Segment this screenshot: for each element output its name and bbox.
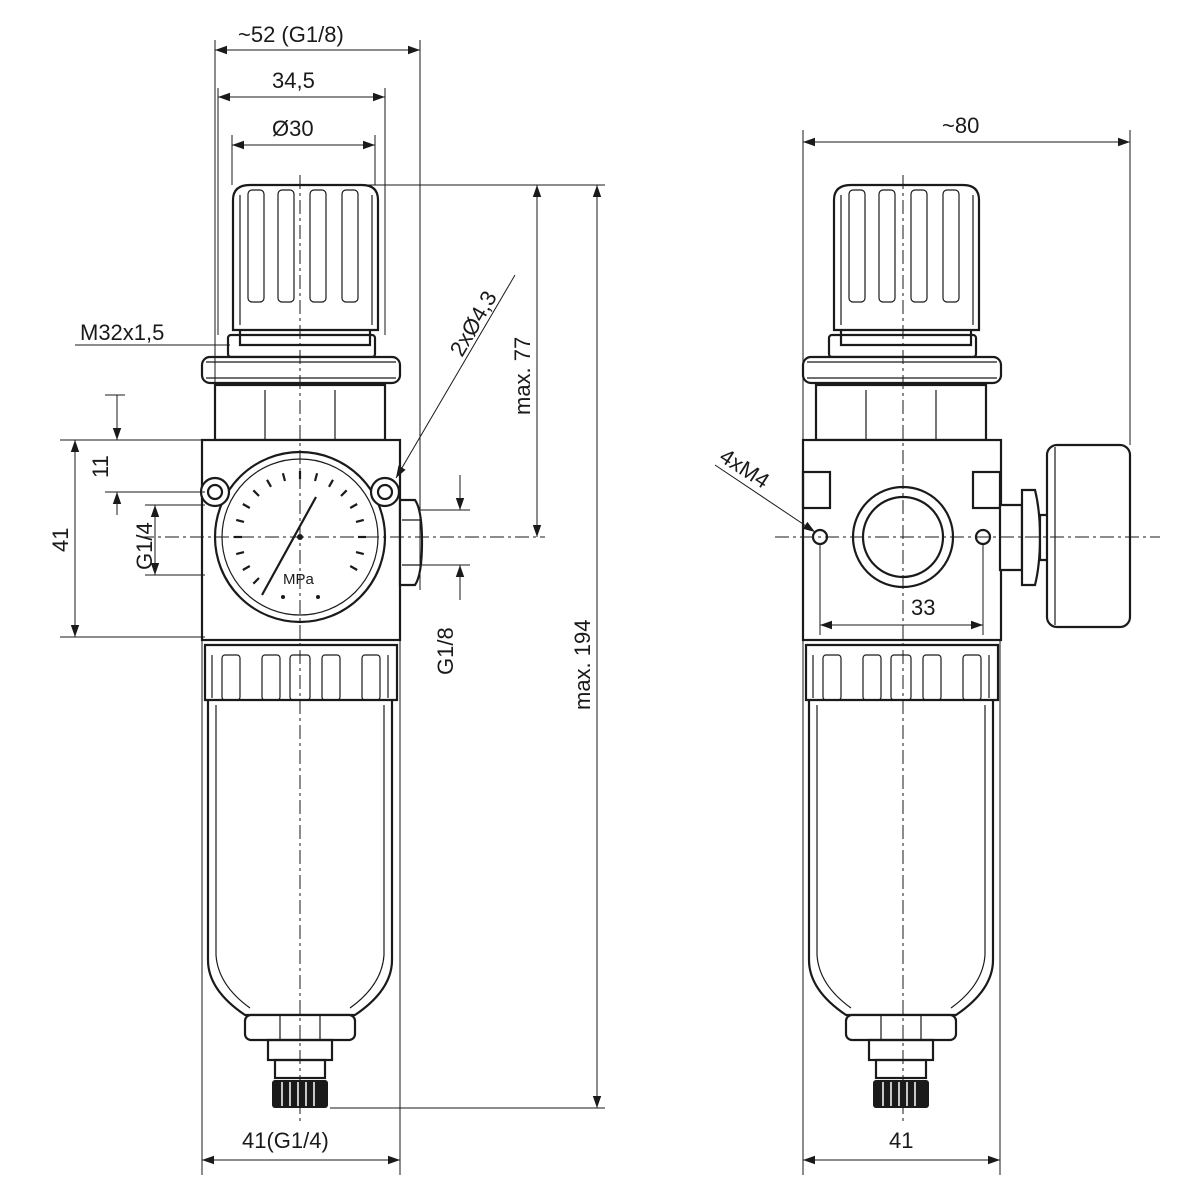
dim-overall-depth: ~80 xyxy=(942,113,979,138)
dim-threads: 4xM4 xyxy=(715,443,774,493)
mounting-hole-left xyxy=(206,483,224,501)
dim-hole-offset: 11 xyxy=(88,455,113,478)
dim-overall-width: ~52 (G1/8) xyxy=(238,22,344,47)
dim-upper-height: max. 77 xyxy=(510,337,535,415)
dim-total-height: max. 194 xyxy=(570,620,595,711)
dim-nut-width: 34,5 xyxy=(272,68,315,93)
dim-gauge-port: G1/8 xyxy=(433,627,458,675)
regulator-body-front xyxy=(200,183,402,1110)
gauge-tick xyxy=(266,479,272,488)
side-view: ~80 4xM4 33 41 xyxy=(714,113,1160,1175)
dim-inlet-port: G1/4 xyxy=(132,522,157,570)
regulator-body-side xyxy=(801,183,1003,1110)
gauge-tick xyxy=(340,489,348,497)
gauge-ticks xyxy=(234,471,366,585)
gauge-tick xyxy=(355,518,365,524)
gauge-unit: MPa xyxy=(283,571,315,588)
gauge-port-nut xyxy=(398,498,424,587)
gauge-tick xyxy=(349,503,358,509)
gauge-tick xyxy=(355,550,365,556)
gauge-tick xyxy=(328,479,334,488)
gauge-tick xyxy=(313,472,319,482)
gauge-tick xyxy=(252,489,260,497)
gauge-tick xyxy=(242,503,251,509)
dim-body-height: 41 xyxy=(48,528,73,552)
front-view: MPa ~52 (G1/8) 34,5 Ø30 M32x1,5 2xØ4,3 xyxy=(48,22,605,1175)
dim-thread: M32x1,5 xyxy=(80,320,164,345)
dim-holes: 2xØ4,3 xyxy=(445,287,502,361)
gauge-tick xyxy=(281,472,287,482)
dim-body-width: 41(G1/4) xyxy=(242,1128,329,1153)
gauge-needle xyxy=(261,496,317,596)
dim-hole-spacing: 33 xyxy=(911,595,935,620)
dim-knob-diameter: Ø30 xyxy=(272,116,314,141)
gauge-tick xyxy=(235,550,245,556)
gauge-tick xyxy=(252,577,260,585)
mounting-hole-right xyxy=(376,483,394,501)
gauge-tick xyxy=(235,518,245,524)
dim-body-width-side: 41 xyxy=(889,1128,913,1153)
pressure-gauge-side xyxy=(1045,443,1132,629)
gauge-tick xyxy=(242,565,251,571)
gauge-tick xyxy=(349,565,358,571)
